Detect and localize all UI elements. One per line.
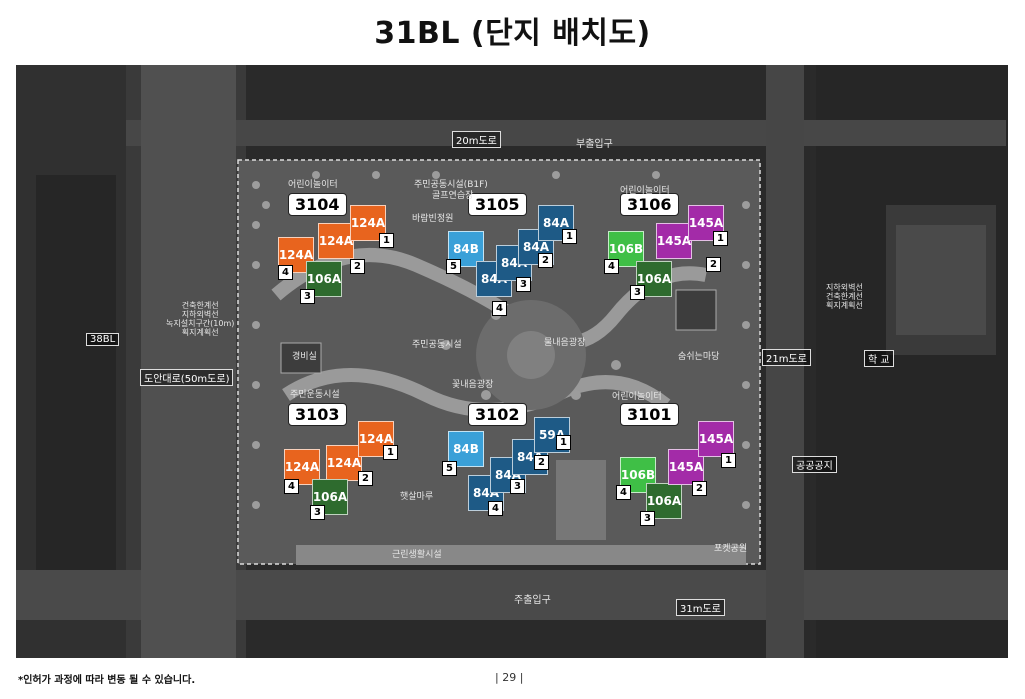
green-left-label: 주민운동시설 [290, 390, 340, 400]
sub-entrance-label: 부출입구 [576, 139, 613, 150]
label-38bl: 38BL [86, 333, 120, 346]
core-number: 3 [630, 285, 645, 300]
main-entrance-label: 주출입구 [514, 595, 551, 606]
road-label-20m: 20m도로 [452, 131, 501, 148]
core-number: 4 [616, 485, 631, 500]
core-number: 2 [350, 259, 365, 274]
wind-garden-label: 바람빈정원 [412, 214, 454, 224]
core-number: 4 [284, 479, 299, 494]
unit-106A: 106A [646, 483, 682, 519]
footnote: *인허가 과정에 따라 변동 될 수 있습니다. [18, 675, 196, 686]
block-label-3101: 3101 [620, 403, 679, 426]
core-number: 3 [516, 277, 531, 292]
central-square-label: 물내음광장 [544, 338, 586, 348]
site-plan-map: 3104 3105 3106 3103 3102 3101 124A 124A … [16, 65, 1008, 658]
core-number: 2 [538, 253, 553, 268]
block-label-3106: 3106 [620, 193, 679, 216]
road-label-50m: 도안대로(50m도로) [140, 369, 234, 386]
road-label-31m: 31m도로 [676, 599, 725, 616]
resident-facility-label: 주민공동시설 [412, 340, 462, 350]
kids-south-label: 어린이놀이터 [612, 392, 662, 402]
core-number: 4 [278, 265, 293, 280]
sunny-garden-label: 햇살마루 [400, 492, 434, 502]
core-number: 1 [383, 445, 398, 460]
playground-top-label: 어린이놀이터 [288, 180, 338, 190]
kids-north-label: 어린이놀이터 [620, 186, 670, 196]
core-number: 1 [713, 231, 728, 246]
core-number: 2 [358, 471, 373, 486]
core-number: 1 [379, 233, 394, 248]
road-label-21m: 21m도로 [762, 349, 811, 366]
page-title: 31BL (단지 배치도) [374, 16, 651, 51]
core-number: 3 [510, 479, 525, 494]
core-number: 1 [721, 453, 736, 468]
core-number: 3 [640, 511, 655, 526]
core-number: 4 [492, 301, 507, 316]
unit-145A: 145A [656, 223, 692, 259]
core-number: 1 [556, 435, 571, 450]
unit-124A: 124A [318, 223, 354, 259]
unit-124A: 124A [358, 421, 394, 457]
music-label: 숨쉬는마당 [678, 352, 720, 362]
golf-label: 골프연습장 [432, 191, 474, 201]
pocket-label: 포켓공원 [714, 544, 748, 554]
zone-line-right-label: 지하외벽선 건축한계선 획지계획선 [826, 283, 863, 310]
neighborhood-facility-label: 근린생활시설 [392, 550, 442, 560]
core-number: 4 [488, 501, 503, 516]
unit-124A: 124A [326, 445, 362, 481]
label-public-space: 공공공지 [792, 456, 837, 473]
block-label-3102: 3102 [468, 403, 527, 426]
zone-line-left-label: 건축한계선 지하외벽선 녹지설치구간(10m) 획지계획선 [166, 301, 235, 337]
core-number: 3 [310, 505, 325, 520]
community-facility-label: 주민공동시설(B1F) [414, 180, 488, 190]
core-number: 2 [706, 257, 721, 272]
square2-label: 꽃내음광장 [452, 380, 494, 390]
core-number: 2 [534, 455, 549, 470]
block-label-3103: 3103 [288, 403, 347, 426]
page-number: | 29 | [495, 671, 524, 684]
core-number: 3 [300, 289, 315, 304]
core-number: 1 [562, 229, 577, 244]
site-background [16, 65, 1008, 658]
block-label-3105: 3105 [468, 193, 527, 216]
unit-106B: 106B [608, 231, 644, 267]
label-school: 학 교 [864, 350, 894, 367]
core-number: 4 [604, 259, 619, 274]
unit-145A: 145A [698, 421, 734, 457]
core-number: 2 [692, 481, 707, 496]
core-number: 5 [446, 259, 461, 274]
block-label-3104: 3104 [288, 193, 347, 216]
guard-label: 경비실 [292, 352, 317, 362]
unit-106A: 106A [636, 261, 672, 297]
core-number: 5 [442, 461, 457, 476]
